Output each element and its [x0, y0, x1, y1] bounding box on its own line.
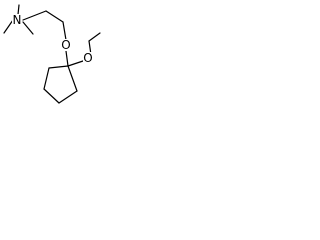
bond-ethyl-methyl [88, 32, 101, 42]
bond-ring-2 [43, 67, 50, 90]
bonds [3, 4, 101, 104]
bond-ring-1 [48, 65, 69, 69]
bond-ch2-ch2 [45, 10, 64, 23]
bond-n-chain [22, 10, 47, 21]
bond-n-methyl-right [22, 21, 34, 35]
structural-formula: N O O [3, 4, 101, 104]
atom-label-ether-oxygen-1: O [61, 38, 70, 52]
bond-quaternary-carbon-o [67, 60, 84, 67]
bond-ch2-o [62, 21, 67, 41]
bond-n-methyl-left [3, 19, 14, 34]
bond-o-quaternary-carbon [65, 50, 69, 67]
atom-labels: N O O [12, 13, 93, 65]
atom-label-nitrogen: N [13, 13, 22, 27]
atom-label-ether-oxygen-2: O [83, 51, 92, 65]
bond-ring-5 [67, 65, 78, 92]
bond-ring-4 [58, 90, 78, 104]
bond-ring-3 [43, 88, 60, 104]
